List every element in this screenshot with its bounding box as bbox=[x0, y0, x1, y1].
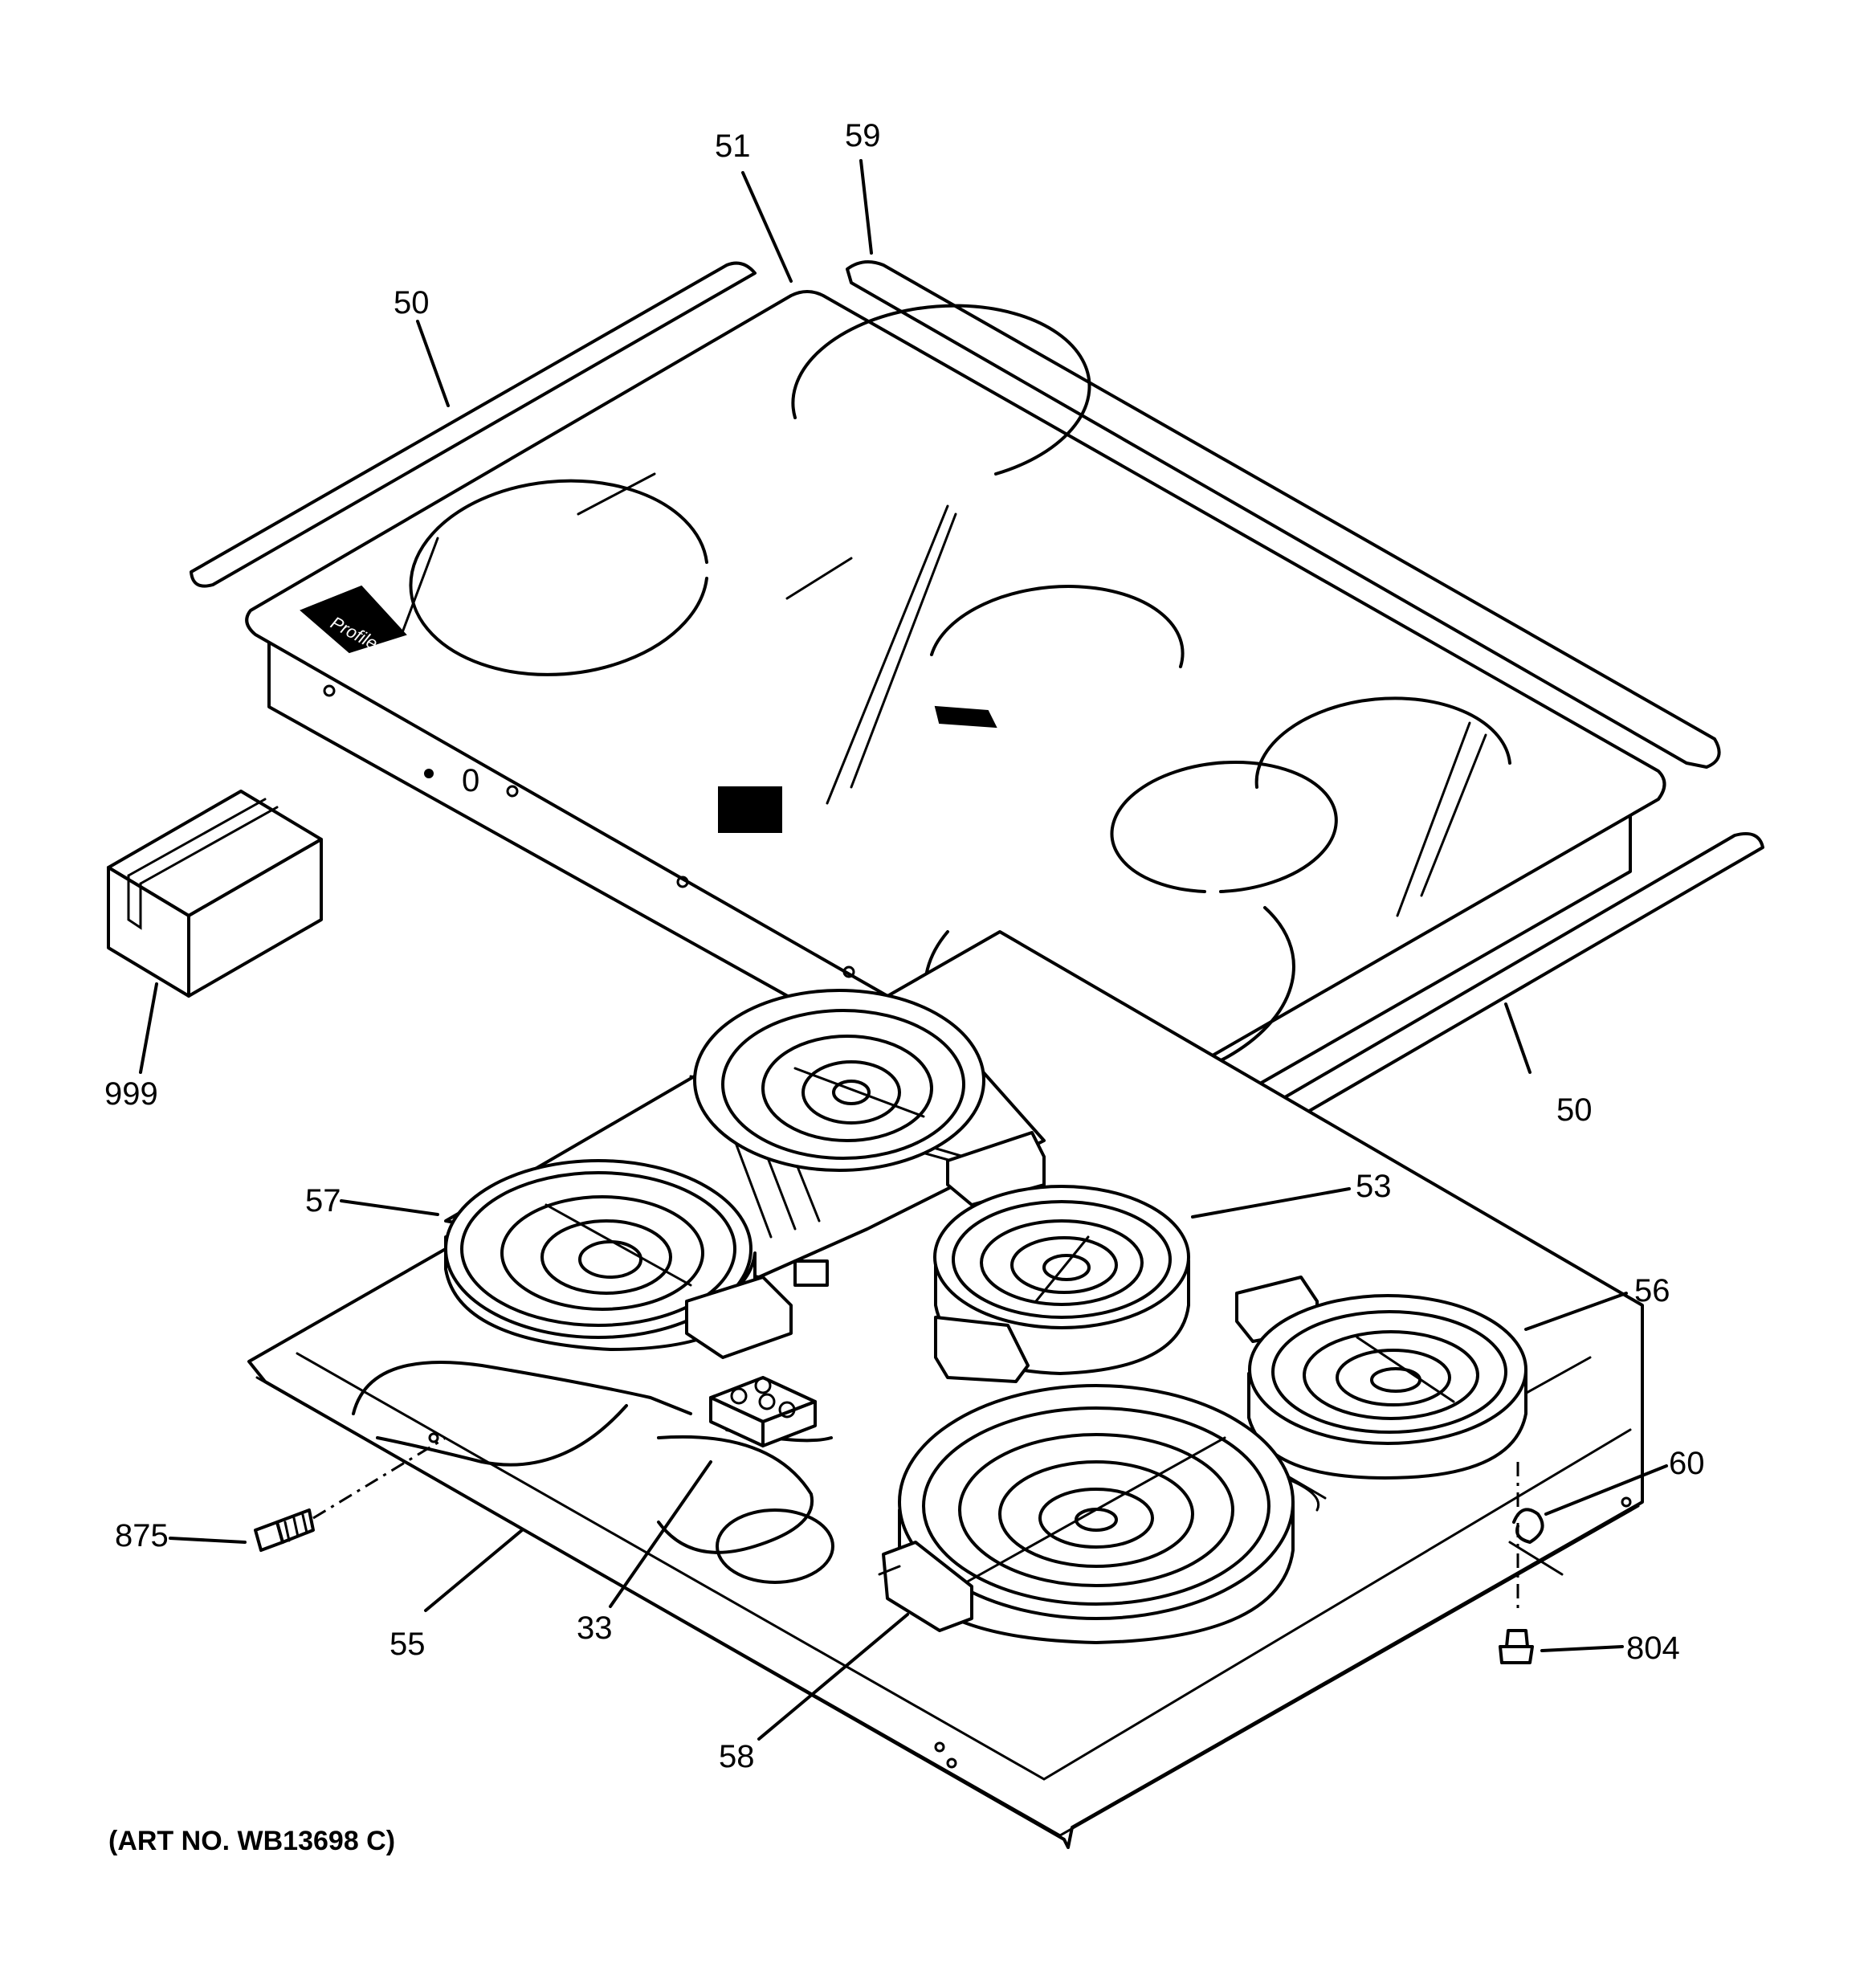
limiter-switch[interactable] bbox=[878, 1541, 973, 1632]
callout-53: 53 bbox=[1356, 1169, 1392, 1204]
screw-804[interactable] bbox=[1499, 1629, 1534, 1664]
cooktop-digit: 0 bbox=[462, 763, 479, 798]
callout-50-left: 50 bbox=[394, 285, 430, 320]
callout-57: 57 bbox=[305, 1183, 341, 1219]
callout-60: 60 bbox=[1669, 1446, 1705, 1481]
callout-56: 56 bbox=[1634, 1273, 1670, 1308]
parts-box[interactable] bbox=[107, 790, 323, 998]
dual-radiant-element[interactable] bbox=[444, 989, 1046, 1359]
callout-58: 58 bbox=[719, 1739, 755, 1774]
callout-804: 804 bbox=[1626, 1631, 1680, 1666]
art-number: (ART NO. WB13698 C) bbox=[108, 1826, 395, 1856]
callout-50-right: 50 bbox=[1556, 1092, 1593, 1128]
radiant-element-medium[interactable] bbox=[1247, 1294, 1527, 1480]
burner-box-pan[interactable] bbox=[247, 930, 1644, 1849]
trim-strip-left[interactable] bbox=[190, 261, 757, 588]
callout-59: 59 bbox=[845, 118, 881, 153]
trim-strip-rear[interactable] bbox=[846, 260, 1721, 769]
callout-875: 875 bbox=[115, 1518, 169, 1553]
callout-55: 55 bbox=[390, 1627, 426, 1662]
callout-33: 33 bbox=[577, 1610, 613, 1646]
callout-51: 51 bbox=[715, 129, 751, 164]
radiant-element-small[interactable] bbox=[933, 1185, 1319, 1383]
radiant-element-large[interactable] bbox=[898, 1384, 1295, 1644]
callout-999: 999 bbox=[104, 1076, 158, 1112]
screw-875[interactable] bbox=[254, 1508, 315, 1552]
terminal-block[interactable] bbox=[709, 1376, 817, 1447]
